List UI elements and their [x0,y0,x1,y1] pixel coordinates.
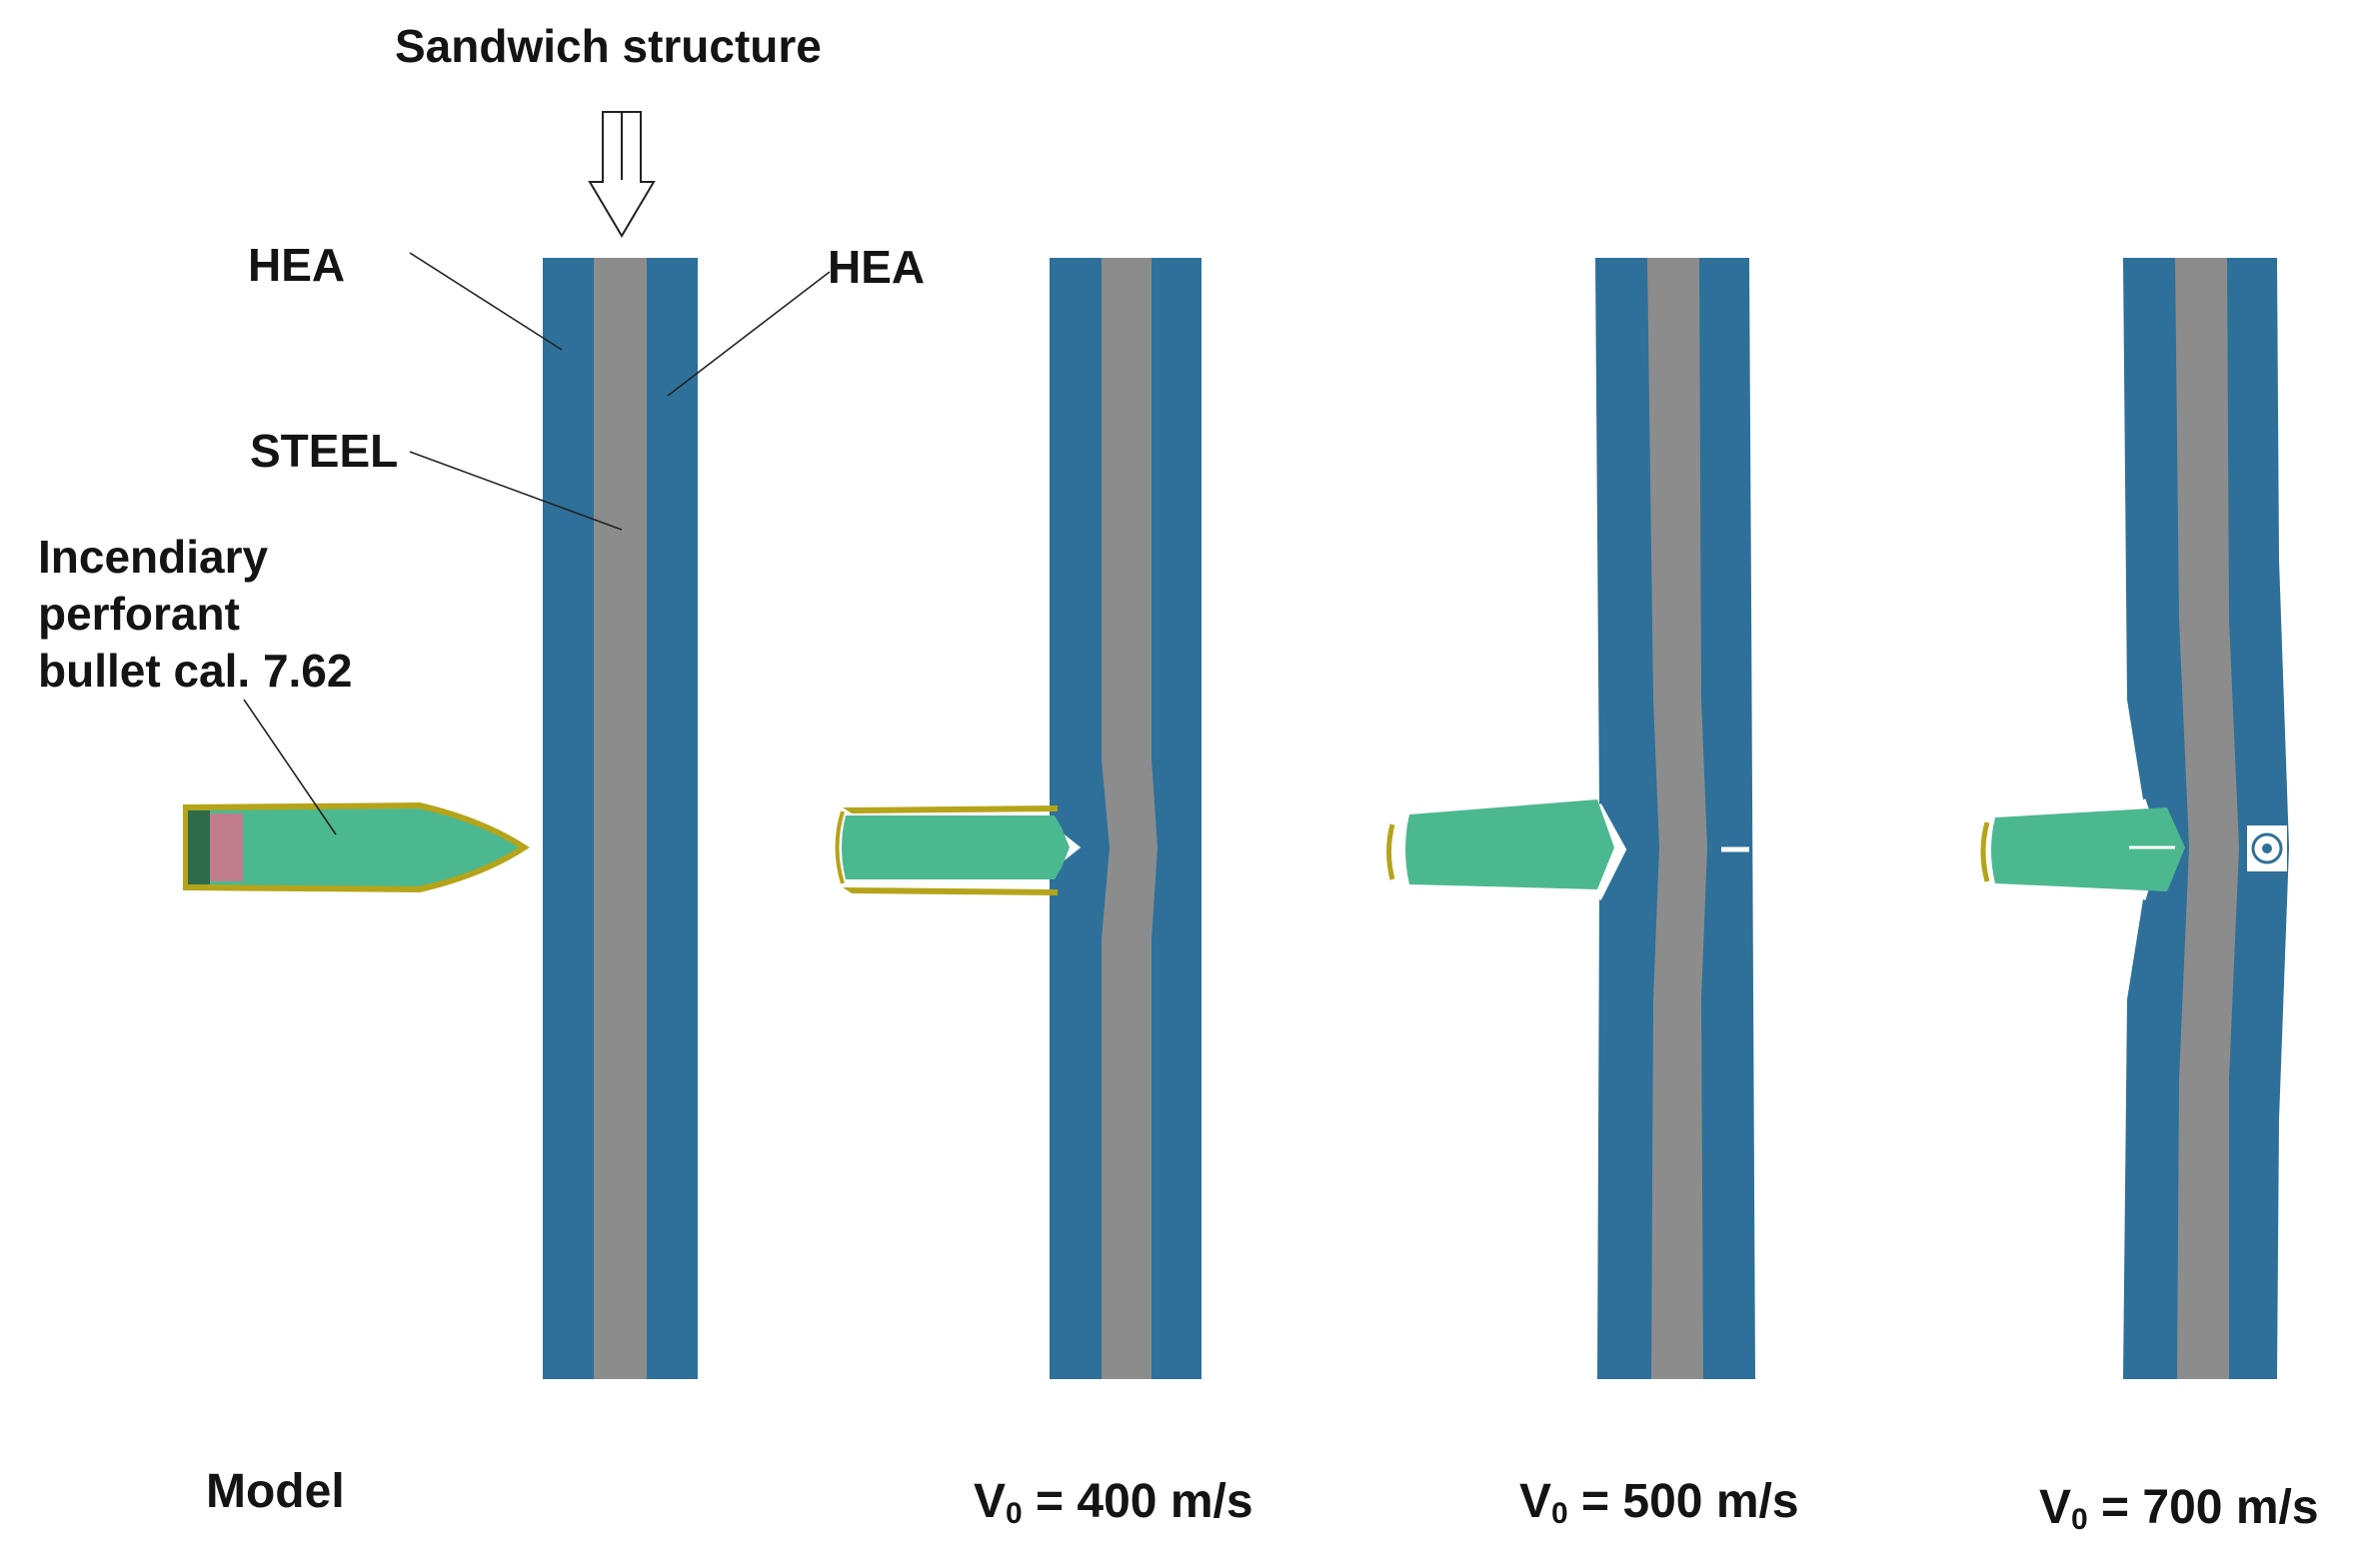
caption-v400-sub: 0 [1006,1497,1023,1530]
caption-v500-suffix: = 500 m/s [1568,1475,1799,1528]
leader-hea-right [667,271,831,397]
label-bullet-line2: perforant [38,588,240,640]
model-steel-layer [594,258,647,1379]
label-hea-right: HEA [828,241,925,293]
plate-500-steel [1647,258,1707,1379]
plate-700 [2123,258,2289,1379]
plate-700-steel [2175,258,2239,1379]
model-bullet [183,802,530,892]
down-arrow-icon [588,111,656,238]
caption-v400-suffix: = 400 m/s [1023,1475,1253,1528]
caption-v700: V0 = 700 m/s [2039,1481,2319,1536]
model-plate [543,258,698,1379]
caption-v500-prefix: V [1519,1475,1551,1528]
plate-400 [1048,258,1201,1379]
caption-v700-prefix: V [2039,1481,2071,1534]
plate-400-steel [1102,258,1158,1379]
leader-steel [409,451,623,531]
label-steel: STEEL [250,425,398,477]
caption-v500-sub: 0 [1551,1497,1568,1530]
leader-lines [243,252,831,835]
bullet-500 [1386,799,1614,889]
leader-hea-left [409,252,563,351]
label-bullet-line1: Incendiary [38,531,269,583]
bullet-base [188,810,210,884]
label-hea-left: HEA [248,239,345,291]
caption-v400: V0 = 400 m/s [974,1475,1253,1530]
caption-model: Model [206,1465,345,1518]
label-bullet-line3: bullet cal. 7.62 [38,645,352,697]
leader-bullet [243,699,337,835]
exit-debris [2247,825,2287,871]
caption-v500: V0 = 500 m/s [1519,1475,1799,1530]
bullet-400 [835,805,1070,895]
caption-v700-suffix: = 700 m/s [2088,1481,2319,1534]
caption-v400-prefix: V [974,1475,1006,1528]
caption-v700-sub: 0 [2071,1503,2088,1536]
plate-500 [1595,258,1755,1379]
bullet-incendiary-charge [210,813,243,881]
title-sandwich-structure: Sandwich structure [395,20,822,72]
bullet-700 [1980,807,2185,891]
